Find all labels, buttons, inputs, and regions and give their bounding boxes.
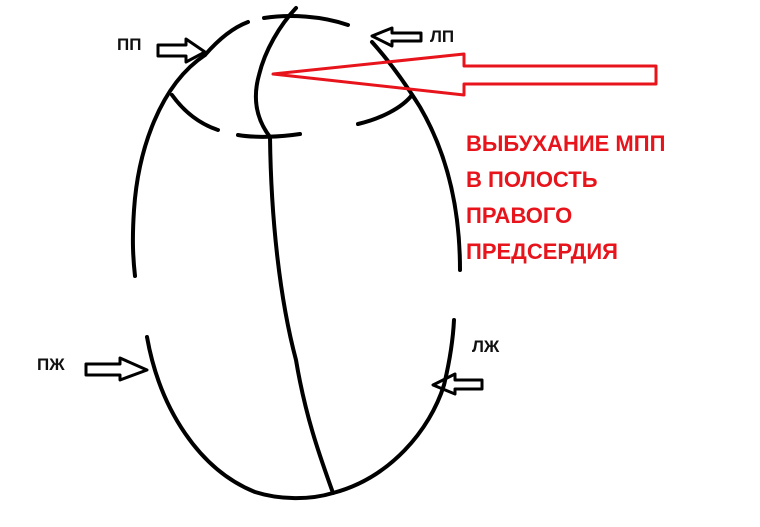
annotation-line-1: ВЫБУХАНИЕ МПП (466, 131, 666, 156)
arrow-la (370, 26, 423, 48)
interatrial-septum (253, 6, 298, 139)
label-right-ventricle: ПЖ (37, 355, 65, 374)
arrow-lv (431, 372, 484, 396)
top-arc-left (203, 20, 250, 57)
outer-contour-right-lower (331, 318, 456, 495)
label-right-atrium: ПП (117, 35, 142, 54)
av-ring-left (170, 93, 220, 132)
annotation-line-2: В ПОЛОСТЬ (466, 167, 598, 192)
annotation-line-3: ПРАВОГО (466, 203, 573, 228)
av-ring-right (356, 93, 414, 126)
top-arc-center (262, 14, 350, 27)
label-left-atrium: ЛП (430, 27, 455, 46)
annotation-text: ВЫБУХАНИЕ МПП В ПОЛОСТЬ ПРАВОГО ПРЕДСЕРД… (466, 126, 736, 270)
outer-contour-right-upper (370, 40, 462, 272)
outer-contour-left-upper (130, 53, 207, 278)
arrow-rv (84, 356, 149, 382)
annotation-line-4: ПРЕДСЕРДИЯ (466, 239, 618, 264)
bulge-arrow (271, 52, 658, 97)
outer-contour-left-lower (145, 335, 335, 501)
label-left-ventricle: ЛЖ (472, 337, 500, 356)
interventricular-septum (268, 135, 335, 495)
arrow-ra (156, 37, 207, 64)
